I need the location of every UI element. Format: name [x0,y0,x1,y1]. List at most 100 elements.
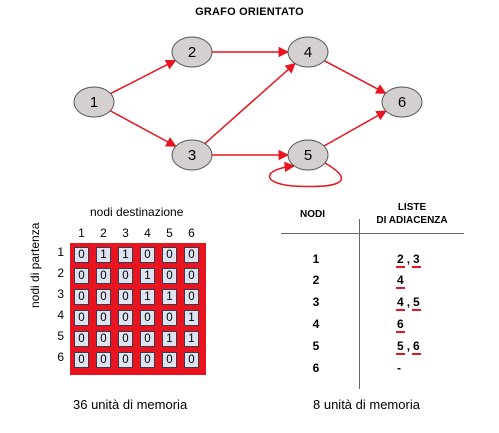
graph-node-3-shape [171,139,213,171]
list-separator: , [406,252,411,266]
matrix-cell: 0 [74,268,89,284]
edge-5-6 [323,110,387,147]
table-divider-vertical [359,219,360,389]
matrix-cell: 1 [118,247,133,263]
matrix-cell: 0 [96,268,111,284]
matrix-row-header-4: 4 [57,308,64,322]
matrix-cell: 0 [140,352,155,368]
matrix-cell: 0 [74,310,89,326]
graph-node-4: 4 [287,36,329,68]
list-node-6: 6 [312,361,320,375]
table-divider-horizontal [281,233,464,234]
empty-list-marker: - [397,361,401,375]
matrix-cell: 1 [96,247,111,263]
adjacency-list-6: - [396,361,401,375]
edge-3-4 [204,62,296,145]
matrix-top-label: nodi destinazione [90,205,184,219]
graph-node-4-label: 4 [304,44,312,61]
lists-header-line1: LISTE [397,202,427,213]
matrix-cell: 0 [96,289,111,305]
lists-header-line2: DI ADIACENZA [376,215,448,226]
list-item: 4 [396,273,405,289]
matrix-col-header-1: 1 [78,226,85,240]
matrix-cell: 0 [74,331,89,347]
matrix-cell: 0 [184,247,199,263]
matrix-cell: 1 [184,310,199,326]
matrix-cell: 0 [162,268,177,284]
matrix-row-header-3: 3 [57,287,64,301]
matrix-cell: 1 [140,289,155,305]
graph-node-2-shape [171,36,213,68]
graph-node-5-label: 5 [304,147,312,164]
graph-node-2: 2 [171,36,213,68]
adjacency-list-3: 4,5 [396,295,421,311]
matrix-cell: 0 [118,289,133,305]
graph-node-1-label: 1 [90,94,98,111]
matrix-cell: 1 [162,331,177,347]
matrix-col-header-3: 3 [122,226,129,240]
matrix-cell: 0 [118,352,133,368]
matrix-row-header-2: 2 [57,266,64,280]
graph-node-6-label: 6 [398,94,406,111]
list-node-5: 5 [312,339,320,353]
edge-1-2 [110,59,177,95]
list-node-4: 4 [312,317,320,331]
matrix-cell: 0 [140,310,155,326]
list-node-1: 1 [312,252,320,266]
matrix-col-header-6: 6 [188,226,195,240]
adjacency-list-2: 4 [396,273,405,289]
edge-4-6 [323,60,387,94]
matrix-cell: 0 [96,310,111,326]
matrix-cell: 0 [118,331,133,347]
list-item: 2 [396,252,405,268]
graph-node-1-shape [73,86,115,118]
graph-node-5: 5 [287,139,329,171]
list-separator: , [406,295,411,309]
list-item: 5 [412,295,421,311]
matrix-cell: 0 [74,247,89,263]
graph-node-6-shape [381,86,423,118]
list-node-2: 2 [312,273,320,287]
matrix-cell: 1 [184,331,199,347]
matrix-row-header-1: 1 [57,245,64,259]
matrix-cell: 0 [140,331,155,347]
graph-node-6: 6 [381,86,423,118]
adjacency-list-1: 2,3 [396,252,421,268]
lists-caption: 8 unità di memoria [313,397,420,412]
matrix-cell: 0 [184,352,199,368]
matrix-cell: 0 [162,352,177,368]
edge-1-3 [109,110,177,147]
matrix-cell: 0 [74,289,89,305]
list-item: 3 [412,252,421,268]
list-item: 5 [396,339,405,355]
matrix-cell: 0 [184,289,199,305]
graph-node-4-shape [287,36,329,68]
graph-node-3: 3 [171,139,213,171]
matrix-cell: 0 [184,268,199,284]
matrix-cell: 1 [162,289,177,305]
graph-title: GRAFO ORIENTATO [195,6,304,18]
list-item: 6 [412,339,421,355]
matrix-col-header-2: 2 [100,226,107,240]
graph-node-3-label: 3 [188,147,196,164]
directed-graph: 1 2 3 4 5 6 [73,36,423,188]
list-separator: , [406,339,411,353]
graph-node-1: 1 [73,86,115,118]
graph-node-5-shape [287,139,329,171]
list-node-3: 3 [312,295,320,309]
matrix-col-header-5: 5 [166,226,173,240]
matrix-cell: 0 [162,247,177,263]
matrix-cell: 0 [74,352,89,368]
nodes-header: NODI [300,209,325,220]
matrix-col-header-4: 4 [144,226,151,240]
list-item: 6 [396,317,405,333]
matrix-cell: 1 [140,268,155,284]
matrix-side-label: nodi di partenza [28,222,42,308]
edge-5-5 [268,161,343,188]
adjacency-list-4: 6 [396,317,405,333]
matrix-cell: 0 [162,310,177,326]
matrix-cell: 0 [140,247,155,263]
matrix-row-header-5: 5 [57,329,64,343]
adjacency-list-5: 5,6 [396,339,421,355]
